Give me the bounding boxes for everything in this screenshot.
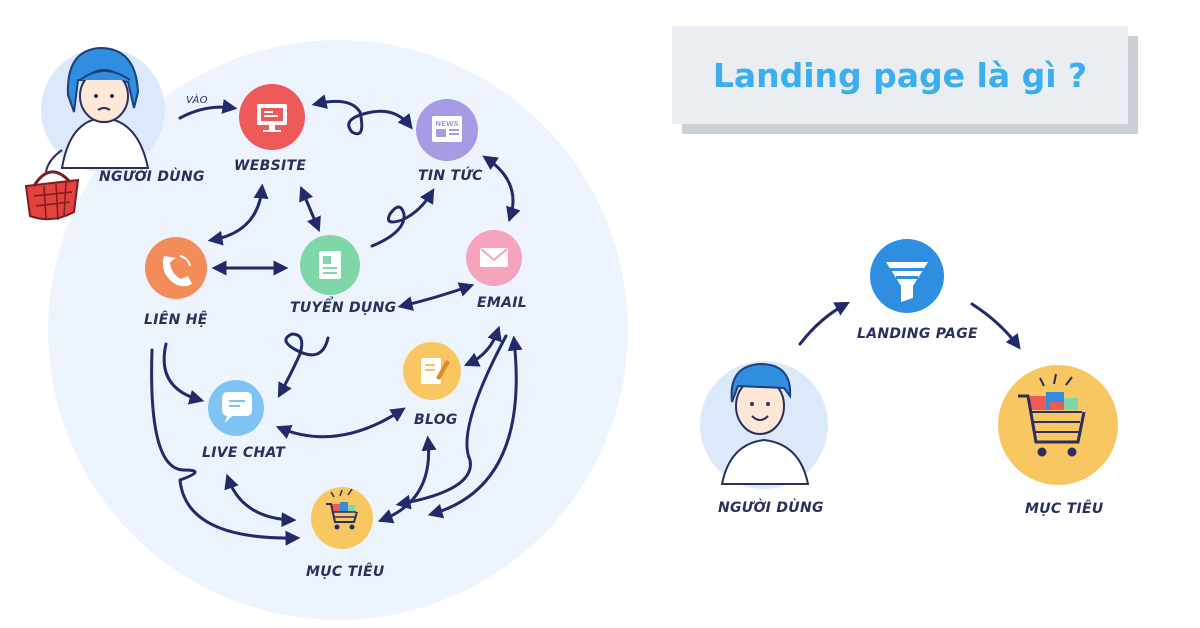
arrow-news-email <box>482 155 521 223</box>
goal-node <box>311 487 373 549</box>
monitor-icon <box>257 104 287 132</box>
cart-icon-right <box>1018 373 1086 457</box>
label-user-left: NGƯỜI DÙNG <box>99 167 205 185</box>
chat-node <box>208 380 264 436</box>
website-node <box>239 84 305 150</box>
label-news: TIN TỨC <box>418 166 483 184</box>
arrow-email-goal-inner <box>395 334 508 510</box>
funnel-icon <box>886 262 928 302</box>
arrow-email-goal <box>427 335 523 519</box>
label-user-right: NGƯỜI DÙNG <box>718 498 824 516</box>
user-character <box>41 46 165 173</box>
label-recruit: TUYỂN DỤNG <box>290 296 396 316</box>
label-email: EMAIL <box>477 295 527 311</box>
phone-icon <box>162 255 192 287</box>
goal-node-right <box>998 365 1118 485</box>
title-card: Landing page là gì ? <box>672 26 1128 124</box>
label-goal-right: MỤC TIÊU <box>1025 500 1104 517</box>
newspaper-icon: NEWS <box>432 116 462 142</box>
label-chat: LIVE CHAT <box>202 445 286 461</box>
arrow-landing-goal <box>970 302 1021 350</box>
cart-icon <box>326 488 358 530</box>
edge-label-vao: VÀO <box>186 93 208 106</box>
contact-node <box>145 237 207 299</box>
arrow-website-recruit <box>299 185 321 233</box>
label-landing: LANDING PAGE <box>857 326 978 342</box>
left-arrows <box>150 94 523 546</box>
basket-icon <box>24 170 80 221</box>
page-title: Landing page là gì ? <box>712 55 1088 95</box>
user-character-right <box>700 361 828 489</box>
arrow-chat-goal <box>224 473 297 528</box>
blog-node <box>403 342 461 400</box>
recruit-node <box>300 235 360 295</box>
news-badge: NEWS <box>435 120 458 128</box>
arrow-contact-goal <box>150 348 301 546</box>
label-website: WEBSITE <box>234 158 306 174</box>
chat-bubble-icon <box>222 392 252 423</box>
arrow-email-recruit <box>397 282 475 311</box>
arrow-recruit-chat <box>277 332 330 398</box>
envelope-icon <box>480 248 508 267</box>
label-contact: LIÊN HỆ <box>144 311 208 328</box>
label-goal-left: MỤC TIÊU <box>306 563 385 580</box>
document-icon <box>319 251 341 279</box>
arrow-blog-chat <box>275 407 406 439</box>
arrow-user-website <box>178 99 238 120</box>
arrow-recruit-news <box>370 188 435 248</box>
email-node <box>466 230 522 286</box>
label-blog: BLOG <box>414 412 458 428</box>
arrow-website-news <box>311 94 413 136</box>
arrow-website-contact <box>207 183 269 246</box>
news-node: NEWS <box>416 99 478 161</box>
landing-node <box>870 239 944 313</box>
arrow-user-landing <box>798 301 850 346</box>
arrow-contact-chat <box>162 342 205 405</box>
